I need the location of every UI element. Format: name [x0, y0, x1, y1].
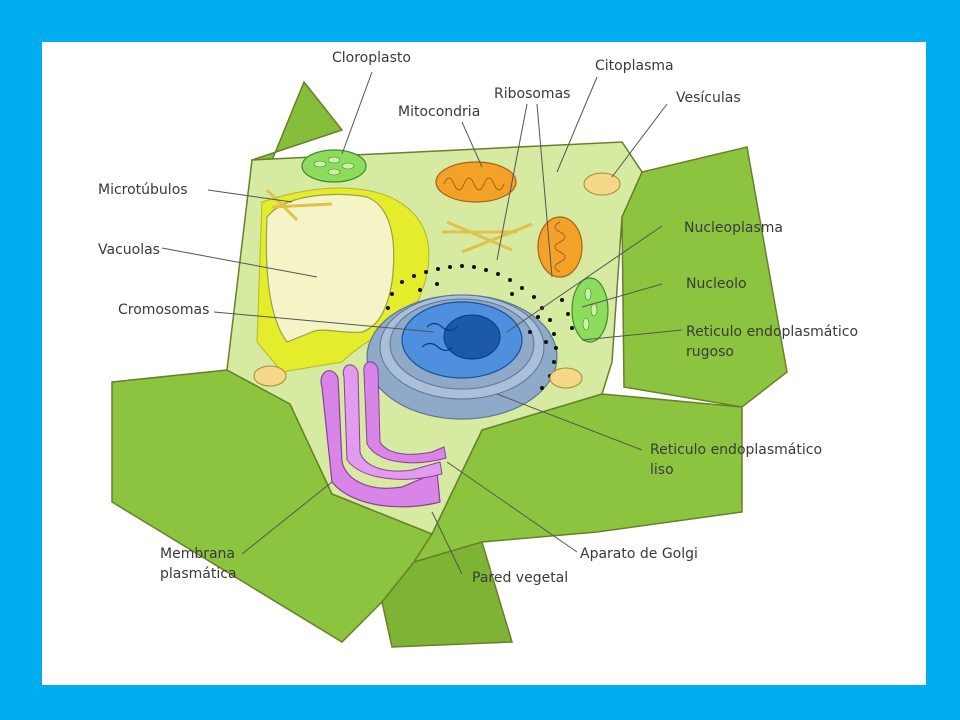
label-cromosomas: Cromosomas: [118, 302, 209, 318]
nucleus: [401, 301, 523, 379]
plant-cell-diagram: Cloroplasto Citoplasma Ribosomas Mitocon…: [98, 50, 858, 648]
vesicle: [549, 367, 583, 389]
label-nucleoplasma: Nucleoplasma: [684, 220, 783, 236]
vacuole: [265, 193, 395, 343]
nucleolus: [443, 314, 501, 360]
chromosome: [426, 322, 458, 332]
label-membrana-line2: plasmática: [160, 566, 237, 582]
label-golgi: Aparato de Golgi: [580, 546, 698, 562]
label-rel-line2: liso: [650, 462, 674, 478]
label-citoplasma: Citoplasma: [595, 58, 674, 74]
mitochondrion: [537, 216, 583, 278]
chloroplast: [571, 277, 609, 343]
label-mitocondria: Mitocondria: [398, 104, 480, 120]
chloroplast: [301, 149, 367, 183]
label-rer-line2: rugoso: [686, 344, 734, 360]
label-pared: Pared vegetal: [472, 570, 568, 586]
diagram-page: Cloroplasto Citoplasma Ribosomas Mitocon…: [42, 42, 926, 685]
label-vesiculas: Vesículas: [676, 90, 741, 106]
vesicle: [583, 172, 621, 196]
labels: Cloroplasto Citoplasma Ribosomas Mitocon…: [98, 50, 858, 586]
label-membrana-line1: Membrana: [160, 546, 235, 562]
label-nucleolo: Nucleolo: [686, 276, 747, 292]
chromosome: [421, 342, 453, 352]
microtubules: [265, 188, 533, 254]
cell-wall: [111, 80, 788, 648]
mitochondrion: [435, 161, 517, 203]
vesicle: [253, 365, 287, 387]
label-vacuolas: Vacuolas: [98, 242, 160, 258]
label-rer-line1: Reticulo endoplasmático: [686, 324, 858, 340]
label-ribosomas: Ribosomas: [494, 86, 570, 102]
golgi-apparatus: [320, 361, 447, 508]
leader-lines: [161, 71, 683, 575]
label-microtubulos: Microtúbulos: [98, 182, 188, 198]
label-cloroplasto: Cloroplasto: [332, 50, 411, 66]
cell-wall-front: [381, 541, 513, 648]
label-rel-line1: Reticulo endoplasmático: [650, 442, 822, 458]
